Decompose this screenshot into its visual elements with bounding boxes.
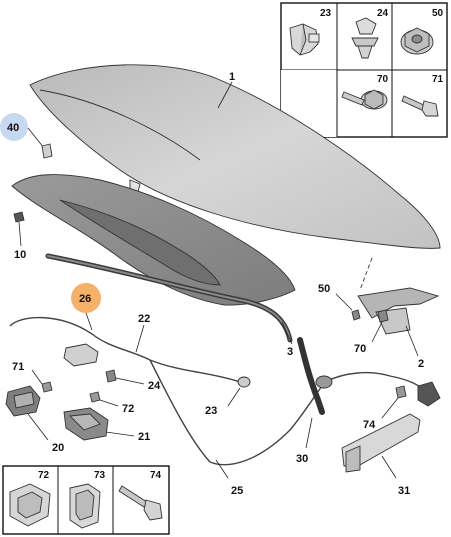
callout-50: 50	[318, 283, 330, 295]
clip-24-icon	[351, 17, 379, 59]
cable-clip-26	[63, 343, 99, 367]
nut-50-icon	[400, 27, 434, 55]
grid-label-71: 71	[432, 74, 444, 85]
callout-72: 72	[122, 403, 134, 415]
callout-26: 26	[79, 293, 91, 305]
callout-71: 71	[12, 361, 24, 373]
hinge-part-2	[357, 287, 440, 335]
fixing-40-icon	[41, 143, 53, 159]
grid-label-72: 72	[38, 470, 50, 481]
callout-74: 74	[363, 419, 376, 431]
callout-25: 25	[231, 485, 243, 497]
fixing-10-icon	[13, 211, 25, 223]
callout-23: 23	[205, 405, 217, 417]
bonnet-seal-highlight	[47, 255, 291, 341]
grid-label-70: 70	[377, 74, 389, 85]
callout-24: 24	[148, 380, 161, 392]
cable-end-74	[395, 381, 441, 407]
callout-30: 30	[296, 453, 308, 465]
bonnet-bracket-dashed	[359, 257, 373, 291]
clip-73-icon	[69, 483, 101, 529]
bolt-70-icon	[341, 89, 388, 110]
screw-71-icon	[401, 95, 439, 117]
grid-label-24: 24	[377, 8, 389, 19]
bonnet-liner-part	[11, 174, 296, 306]
prop-rod-grommet	[315, 375, 333, 389]
callout-21: 21	[138, 431, 150, 443]
callout-3: 3	[287, 346, 293, 358]
grid-label-23: 23	[320, 8, 332, 19]
clip-24-fitting	[105, 369, 117, 383]
clip-23-icon	[289, 23, 320, 56]
bonnet-part-1	[29, 64, 441, 249]
callout-1: 1	[229, 71, 235, 83]
bolt-70-fitting	[377, 309, 389, 323]
callout-70: 70	[354, 343, 366, 355]
callout-26-badge	[71, 283, 101, 313]
clip-72-fitting	[89, 391, 101, 403]
release-cable-lower	[149, 359, 431, 466]
top-parts-grid: 23 24 50 70 71	[280, 2, 448, 138]
screw-74-icon	[118, 485, 163, 521]
bonnet-lock-20	[5, 385, 41, 417]
bottom-parts-grid: 72 73 74	[2, 465, 170, 535]
release-cable	[9, 316, 241, 383]
clip-72-icon	[9, 483, 51, 527]
prop-rod-30	[297, 337, 325, 415]
callout-40-badge	[0, 113, 28, 141]
striker-21	[63, 407, 109, 441]
release-handle-31	[341, 413, 421, 473]
grid-label-74: 74	[150, 470, 162, 481]
callout-40: 40	[7, 122, 19, 134]
callout-31: 31	[398, 485, 410, 497]
nut-50-fitting	[351, 309, 361, 321]
callout-10: 10	[14, 249, 26, 261]
grid-label-73: 73	[94, 470, 106, 481]
cable-end-23	[237, 376, 251, 388]
callout-22: 22	[138, 313, 150, 325]
callout-2: 2	[418, 358, 424, 370]
callout-20: 20	[52, 442, 64, 454]
screw-71-fitting	[41, 381, 53, 393]
grid-label-50: 50	[432, 8, 444, 19]
